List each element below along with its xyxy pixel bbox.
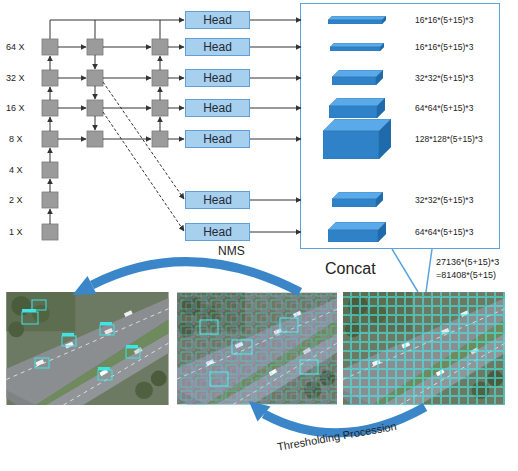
head-output-arrow — [250, 139, 301, 140]
tensor-dimension: 128*128*(5+15)*3 — [415, 133, 483, 145]
head-label: Head — [203, 225, 232, 239]
head-output-arrow — [250, 200, 301, 201]
output-tensor: 16*16*(5+15)*3 — [302, 14, 498, 26]
aerial-image-threshold-input — [343, 292, 505, 405]
nms-arrow — [72, 262, 300, 295]
concat-funnel — [392, 249, 432, 292]
head-box: Head — [185, 11, 250, 29]
aerial-image-raw — [6, 292, 168, 405]
scale-label: 2 X — [9, 194, 23, 207]
head-box: Head — [185, 191, 250, 209]
scale-label: 4 X — [9, 164, 23, 177]
head-output-arrow — [250, 108, 301, 109]
concat-label: Concat — [325, 260, 376, 278]
concat-box: Concat16*16*(5+15)*316*16*(5+15)*332*32*… — [300, 3, 500, 249]
output-tensor: 32*32*(5+15)*3 — [302, 192, 498, 207]
output-tensor: 64*64*(5+15)*3 — [302, 222, 498, 242]
scale-label: 64 X — [6, 41, 25, 54]
tensor-dimension: 64*64*(5+15)*3 — [415, 226, 473, 238]
tensor-dimension: 16*16*(5+15)*3 — [415, 14, 473, 26]
tensor-dimension: 64*64*(5+15)*3 — [415, 102, 473, 114]
head-box: Head — [185, 99, 250, 117]
tensor-shape — [332, 192, 383, 207]
tensor-shape — [330, 43, 384, 51]
tensor-shape — [328, 16, 386, 24]
tensor-dimension: 32*32*(5+15)*3 — [415, 72, 473, 84]
head-label: Head — [203, 40, 232, 54]
head-box: Head — [185, 38, 250, 56]
output-tensor: 16*16*(5+15)*3 — [302, 41, 498, 53]
head-label: Head — [203, 71, 232, 85]
head-output-arrow — [250, 78, 301, 79]
head-label: Head — [203, 193, 232, 207]
head-box: Head — [185, 223, 250, 241]
head-box: Head — [185, 130, 250, 148]
head-box: Head — [185, 69, 250, 87]
output-tensor: 128*128*(5+15)*3 — [302, 119, 498, 159]
tensor-shape — [328, 222, 386, 242]
head-output-arrow — [250, 47, 301, 48]
tensor-shape — [323, 119, 391, 159]
concat-size-note: 27136*(5+15)*3 =81408*(5+15) — [436, 256, 516, 282]
head-label: Head — [203, 101, 232, 115]
scale-label: 32 X — [6, 72, 25, 85]
tensor-shape — [332, 70, 383, 85]
process-label: NMS — [218, 243, 245, 259]
scale-label: 8 X — [9, 133, 23, 146]
tensor-shape — [329, 98, 385, 118]
tensor-dimension: 32*32*(5+15)*3 — [415, 194, 473, 206]
aerial-image-nms-input — [177, 292, 337, 405]
head-label: Head — [203, 13, 232, 27]
scale-label: 1 X — [9, 226, 23, 239]
head-output-arrow — [250, 20, 301, 21]
output-tensor: 64*64*(5+15)*3 — [302, 98, 498, 118]
head-label: Head — [203, 132, 232, 146]
head-output-arrow — [250, 232, 301, 233]
scale-label: 16 X — [6, 102, 25, 115]
tensor-dimension: 16*16*(5+15)*3 — [415, 41, 473, 53]
output-tensor: 32*32*(5+15)*3 — [302, 70, 498, 85]
